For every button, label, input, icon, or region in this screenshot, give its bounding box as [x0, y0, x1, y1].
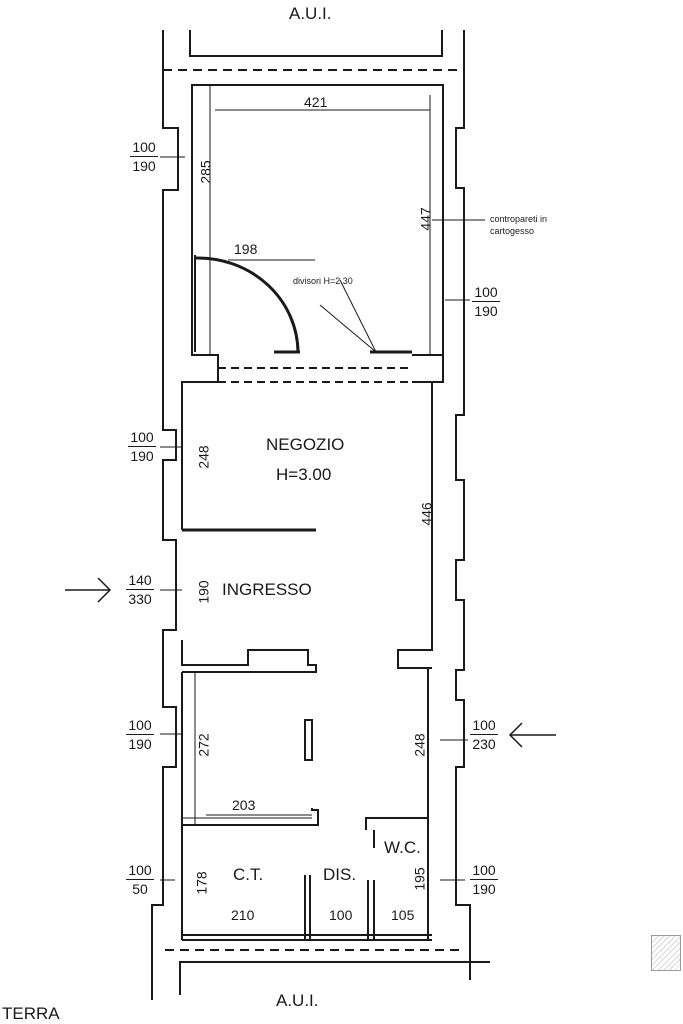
dim-421: 421: [304, 94, 328, 110]
aui-bottom-label: A.U.I.: [276, 991, 319, 1010]
contropareti-note: contropareti in cartogesso: [490, 213, 547, 237]
hatch-legend-swatch: [651, 935, 681, 971]
pillar: [304, 719, 313, 761]
bottom-unit-outline: [179, 961, 490, 995]
door-swing-arc: [194, 256, 300, 353]
contropareti-line-1: contropareti in: [490, 214, 548, 224]
floor-label: TERRA: [2, 1004, 60, 1023]
outer-left-wall: [151, 30, 179, 1000]
dim-272: 272: [195, 733, 212, 757]
room-label-ct: C.T.: [233, 865, 264, 884]
room-label-negozio: NEGOZIO: [266, 435, 345, 454]
outer-right-wall: [455, 30, 471, 980]
entrance-arrow-right: [508, 722, 556, 748]
lower-room-wall: [181, 672, 319, 826]
dim-198: 198: [234, 241, 258, 257]
dim-203: 203: [232, 797, 256, 813]
top-unit-outline: [189, 30, 443, 57]
dim-190: 190: [195, 580, 212, 604]
room-height-label: H=3.00: [276, 465, 332, 484]
contropareti-line-2: cartogesso: [490, 226, 535, 236]
dim-447: 447: [417, 207, 434, 231]
room-label-dis: DIS.: [323, 865, 357, 884]
dim-105: 105: [391, 907, 415, 923]
dim-248-upper: 248: [195, 445, 212, 469]
entrance-arrow-left: [65, 577, 112, 603]
dim-446: 446: [418, 502, 435, 526]
dim-210: 210: [231, 907, 255, 923]
shop-right-wall: [397, 381, 443, 669]
room-label-wc: W.C.: [384, 838, 421, 857]
wc-wall: [365, 817, 429, 850]
divisori-note: divisori H=2.30: [293, 276, 353, 286]
dim-285: 285: [197, 160, 214, 184]
entry-wall-lower: [181, 640, 317, 673]
upper-room-wall: [191, 84, 444, 356]
dim-248-lower: 248: [411, 733, 428, 757]
dim-195: 195: [411, 867, 428, 891]
dim-178: 178: [193, 871, 210, 895]
aui-top-label: A.U.I.: [289, 4, 332, 23]
shop-left-wall: [181, 381, 192, 530]
dim-100: 100: [329, 907, 353, 923]
room-label-ingresso: INGRESSO: [222, 580, 312, 599]
